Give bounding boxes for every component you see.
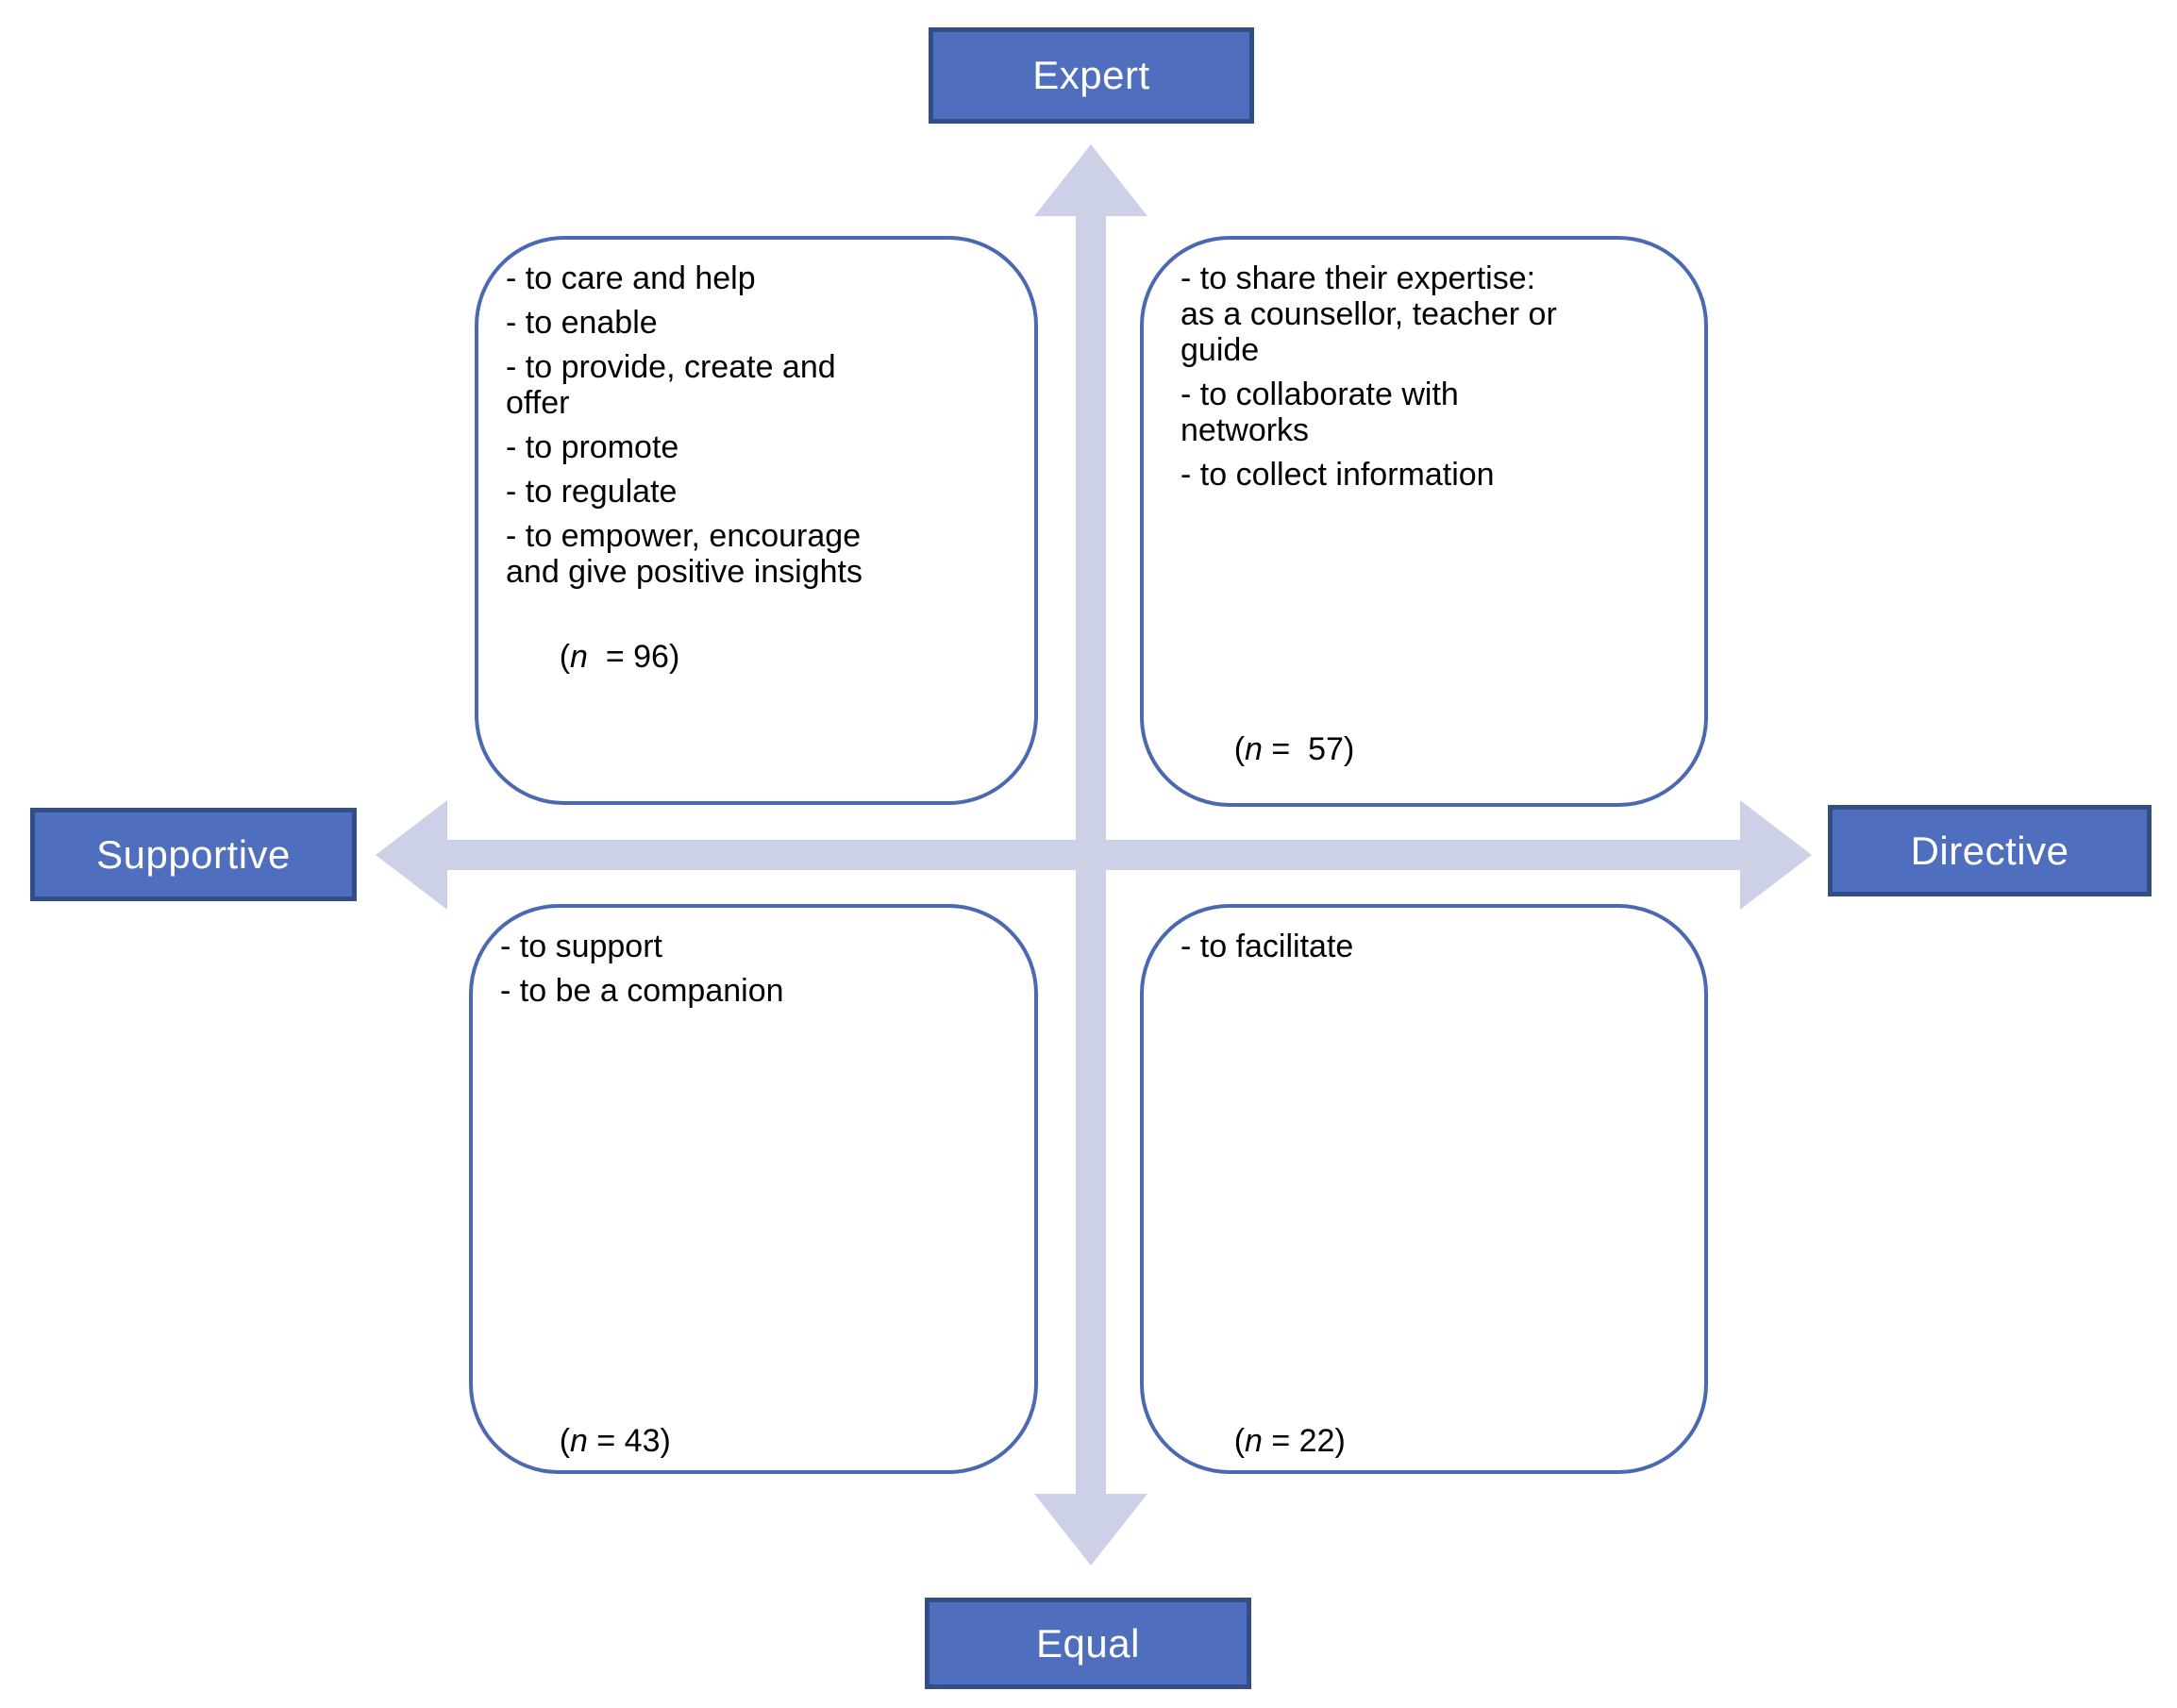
bullet-item-line: - to facilitate xyxy=(1181,929,1354,964)
quadrant-top-left-items: - to care and help - to enable - to provid… xyxy=(506,260,1013,598)
arrowhead-up-icon xyxy=(1034,144,1147,216)
arrowhead-right-icon xyxy=(1740,800,1812,910)
axis-label-directive-text: Directive xyxy=(1910,828,2069,873)
horizontal-axis-line xyxy=(446,840,1742,870)
arrowhead-left-icon xyxy=(376,800,447,910)
bullet-item: - to regulate xyxy=(506,474,1013,510)
quadrant-bottom-left-count: (n = 43) xyxy=(506,1387,671,1495)
axis-label-equal-text: Equal xyxy=(1036,1620,1140,1666)
count-open: ( xyxy=(1233,1423,1246,1459)
axis-label-supportive: Supportive xyxy=(30,808,357,901)
count-n-symbol: n xyxy=(1245,1423,1263,1459)
quadrant-top-left: - to care and help - to enable - to provid… xyxy=(475,236,1038,805)
bullet-item: - to care and help xyxy=(506,260,1013,296)
bullet-item-line: - to promote xyxy=(506,429,679,465)
bullet-item-line: - to support xyxy=(500,929,662,964)
quadrant-top-left-count: (n = 96) xyxy=(506,603,680,711)
count-open: ( xyxy=(559,639,571,675)
bullet-item: - to be a companion xyxy=(500,973,1013,1009)
quadrant-top-right-count: (n = 57) xyxy=(1181,695,1355,803)
bullet-item-line: - to be a companion xyxy=(500,973,784,1009)
quadrant-bottom-right-count: (n = 22) xyxy=(1181,1387,1346,1495)
count-value: = 22) xyxy=(1262,1423,1346,1459)
bullet-item-line: and give positive insights xyxy=(506,554,863,590)
axis-label-expert-text: Expert xyxy=(1032,53,1150,97)
count-n-symbol: n xyxy=(1245,731,1263,767)
quadrant-bottom-left-items: - to support - to be a companion xyxy=(500,929,1013,1017)
quadrant-bottom-left: - to support - to be a companion (n = 43) xyxy=(469,904,1038,1474)
bullet-item-line: - to care and help xyxy=(506,260,756,296)
bullet-item-line: - to collaborate with xyxy=(1181,377,1459,412)
count-n-symbol: n xyxy=(570,639,588,675)
quadrant-bottom-right: - to facilitate (n = 22) xyxy=(1140,904,1708,1474)
bullet-item-line: - to empower, encourage xyxy=(506,518,862,554)
count-open: ( xyxy=(559,1423,571,1459)
bullet-item-line: - to share their expertise: xyxy=(1181,260,1536,296)
bullet-item-line: - to regulate xyxy=(506,474,678,510)
bullet-item-line: offer xyxy=(506,385,570,421)
quadrant-top-right-items: - to share their expertise:as a counsell… xyxy=(1181,260,1683,501)
bullet-item: - to share their expertise:as a counsell… xyxy=(1181,260,1683,368)
quadrant-bottom-right-items: - to facilitate xyxy=(1181,929,1683,973)
axis-label-directive: Directive xyxy=(1828,805,2152,896)
bullet-item-line: - to collect information xyxy=(1181,457,1495,493)
count-n-symbol: n xyxy=(570,1423,588,1459)
bullet-item: - to support xyxy=(500,929,1013,964)
axis-label-expert: Expert xyxy=(929,27,1254,124)
count-open: ( xyxy=(1233,731,1246,767)
bullet-item-line: - to provide, create and xyxy=(506,349,836,385)
axis-label-equal: Equal xyxy=(925,1598,1251,1689)
axis-label-supportive-text: Supportive xyxy=(96,831,291,877)
count-value: = 43) xyxy=(587,1423,671,1459)
arrowhead-down-icon xyxy=(1034,1494,1147,1566)
bullet-item-line: - to enable xyxy=(506,305,658,341)
bullet-item: - to promote xyxy=(506,429,1013,465)
bullet-item-line: networks xyxy=(1181,412,1310,448)
count-value: = 57) xyxy=(1262,731,1355,767)
count-value: = 96) xyxy=(587,639,680,675)
bullet-item-line: as a counsellor, teacher or xyxy=(1181,296,1557,332)
bullet-item: - to collect information xyxy=(1181,457,1683,493)
bullet-item: - to facilitate xyxy=(1181,929,1683,964)
quadrant-top-right: - to share their expertise:as a counsell… xyxy=(1140,236,1708,807)
bullet-item-line: guide xyxy=(1181,332,1260,368)
bullet-item: - to enable xyxy=(506,305,1013,341)
